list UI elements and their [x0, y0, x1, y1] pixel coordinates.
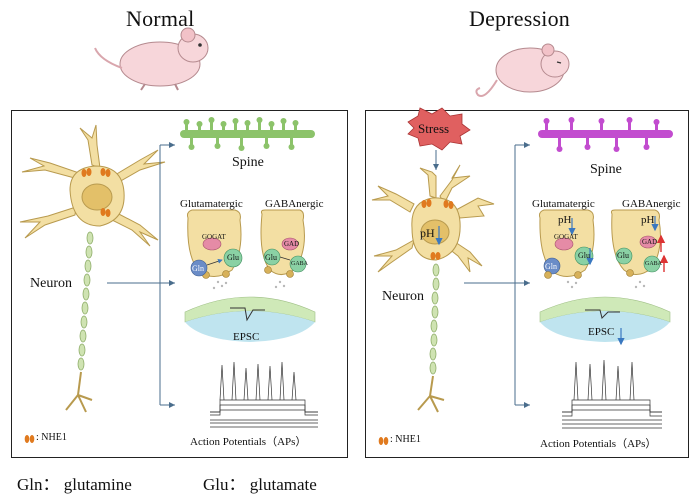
normal-gabaergic-synapse — [260, 209, 307, 289]
glu-definition: Glu： glutamate — [203, 475, 317, 494]
normal-action-potentials — [210, 361, 318, 428]
depression-gln-label: Gln — [545, 262, 557, 271]
normal-title: Normal — [126, 6, 195, 31]
normal-gabaergic-label: GABAnergic — [265, 198, 324, 210]
normal-gad-label: GAD — [284, 240, 300, 248]
depression-gabaergic-synapse — [610, 209, 669, 289]
depression-glu-label: Glu — [578, 251, 590, 260]
depression-mouse-icon — [475, 43, 570, 97]
depression-panel — [365, 110, 689, 458]
normal-glutamatergic-synapse — [187, 209, 243, 290]
normal-glu2-label: Glu — [265, 253, 277, 262]
stress-label: Stress — [418, 121, 450, 136]
depression-spine-label: Spine — [590, 162, 622, 177]
depression-glut-ph-label: pH — [558, 214, 572, 226]
normal-spine-label: Spine — [232, 155, 264, 170]
depression-nhe1-icon — [378, 437, 389, 445]
normal-spine — [180, 117, 315, 151]
normal-epsc — [184, 296, 316, 342]
normal-arrows — [107, 142, 175, 408]
depression-glu2-label: Glu — [617, 251, 629, 260]
depression-glutamatergic-label: Glutamatergic — [532, 198, 595, 210]
normal-gln-label: Gln — [192, 264, 204, 273]
depression-gaba-label: GABA — [645, 261, 663, 267]
normal-nhe1-label: : NHE1 — [36, 432, 67, 443]
normal-glu-label: Glu — [227, 253, 239, 262]
normal-gogat-label: GOGAT — [202, 233, 226, 241]
normal-neuron — [19, 124, 166, 413]
normal-nhe1-icon — [24, 435, 35, 443]
stress-burst — [407, 107, 471, 170]
normal-mouse-icon — [94, 27, 209, 91]
depression-gabaergic-label: GABAnergic — [622, 198, 681, 210]
depression-glutamatergic-synapse — [539, 209, 595, 289]
depression-epsc-label: EPSC — [588, 326, 615, 338]
depression-title: Depression — [469, 6, 570, 31]
normal-gaba-label: GABA — [291, 261, 309, 267]
normal-epsc-label: EPSC — [233, 331, 260, 343]
depression-gogat-label: GOGAT — [554, 233, 578, 241]
gln-definition: Gln： glutamine — [17, 475, 132, 494]
normal-aps-label: Action Potentials（APs） — [190, 436, 307, 448]
normal-panel — [11, 110, 348, 458]
depression-spine — [538, 117, 673, 152]
depression-arrows — [464, 142, 530, 408]
depression-epsc — [539, 296, 671, 346]
depression-gaba-ph-label: pH — [641, 214, 655, 226]
normal-neuron-label: Neuron — [30, 276, 72, 291]
depression-neuron — [371, 164, 495, 413]
depression-action-potentials — [562, 359, 662, 429]
depression-nhe1-label: : NHE1 — [390, 434, 421, 445]
normal-glutamatergic-label: Glutamatergic — [180, 198, 243, 210]
depression-neuron-label: Neuron — [382, 289, 424, 304]
soma-ph-label: pH — [420, 226, 435, 240]
depression-gad-label: GAD — [642, 238, 658, 246]
depression-aps-label: Action Potentials（APs） — [540, 438, 657, 450]
